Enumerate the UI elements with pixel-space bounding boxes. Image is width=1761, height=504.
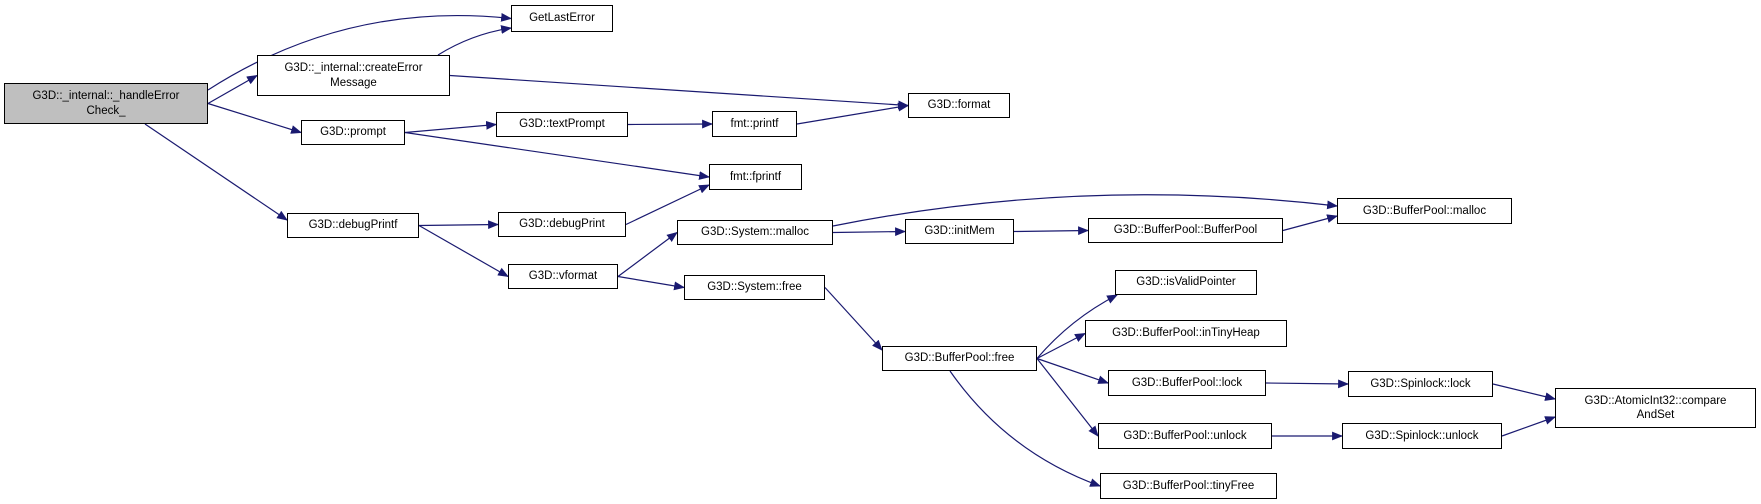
- node-debugPrintf[interactable]: G3D::debugPrintf: [287, 213, 419, 238]
- node-fmtPrintf[interactable]: fmt::printf: [712, 111, 797, 137]
- node-handleErrorCheck: G3D::_internal::_handleError Check_: [4, 83, 208, 124]
- edge-handleErrorCheck-prompt: [207, 102, 303, 134]
- node-vformat[interactable]: G3D::vformat: [508, 264, 618, 289]
- edge-sysFree-bpFree: [824, 287, 883, 351]
- edge-textPrompt-fmtPrintf: [627, 119, 714, 129]
- edge-spinUnlock-compareAndSet: [1501, 416, 1557, 437]
- edge-bpFree-bpTinyFree: [949, 370, 1102, 487]
- edge-spinLock-compareAndSet: [1492, 383, 1557, 401]
- edge-bpFree-bpUnlock: [1036, 358, 1099, 437]
- edge-bpFree-inTinyHeap: [1036, 332, 1086, 360]
- edge-fmtPrintf-format: [796, 102, 910, 125]
- edge-vformat-sysMalloc: [617, 231, 678, 277]
- edge-prompt-textPrompt: [404, 120, 498, 134]
- node-bpTinyFree[interactable]: G3D::BufferPool::tinyFree: [1100, 473, 1277, 499]
- node-getLastError[interactable]: GetLastError: [511, 5, 613, 32]
- node-bpFree[interactable]: G3D::BufferPool::free: [882, 346, 1037, 371]
- edge-handleErrorCheck-getLastError: [207, 13, 513, 91]
- node-bpUnlock[interactable]: G3D::BufferPool::unlock: [1098, 423, 1272, 449]
- node-compareAndSet[interactable]: G3D::AtomicInt32::compare AndSet: [1555, 388, 1756, 428]
- node-format[interactable]: G3D::format: [908, 93, 1010, 118]
- node-bpLock[interactable]: G3D::BufferPool::lock: [1108, 370, 1266, 396]
- edge-debugPrintf-debugPrint: [418, 220, 500, 230]
- edge-createErrorMessage-format: [449, 74, 910, 110]
- edge-sysMalloc-initMem: [832, 227, 907, 237]
- edge-initMem-bpBufferPool: [1013, 226, 1090, 236]
- edge-handleErrorCheck-debugPrintf: [144, 123, 288, 221]
- edge-bpLock-spinLock: [1265, 379, 1350, 389]
- node-createErrorMessage[interactable]: G3D::_internal::createError Message: [257, 55, 450, 96]
- edge-handleErrorCheck-createErrorMessage: [207, 74, 258, 105]
- edge-createErrorMessage-getLastError: [437, 25, 513, 56]
- edge-bpFree-bpLock: [1036, 357, 1110, 384]
- node-spinUnlock[interactable]: G3D::Spinlock::unlock: [1342, 423, 1502, 449]
- node-debugPrint[interactable]: G3D::debugPrint: [498, 212, 626, 237]
- edge-debugPrint-fmtFprintf: [625, 184, 710, 226]
- edge-debugPrintf-vformat: [418, 224, 509, 278]
- node-bpMalloc[interactable]: G3D::BufferPool::malloc: [1337, 198, 1512, 224]
- node-inTinyHeap[interactable]: G3D::BufferPool::inTinyHeap: [1085, 320, 1287, 347]
- node-textPrompt[interactable]: G3D::textPrompt: [496, 112, 628, 137]
- node-sysMalloc[interactable]: G3D::System::malloc: [677, 220, 833, 245]
- edge-vformat-sysFree: [617, 275, 686, 291]
- edge-prompt-fmtFprintf: [404, 131, 711, 180]
- node-fmtFprintf[interactable]: fmt::fprintf: [709, 164, 802, 190]
- node-spinLock[interactable]: G3D::Spinlock::lock: [1348, 371, 1493, 397]
- node-bpBufferPool[interactable]: G3D::BufferPool::BufferPool: [1088, 218, 1283, 243]
- node-prompt[interactable]: G3D::prompt: [301, 120, 405, 145]
- edge-sysMalloc-bpMalloc: [832, 194, 1339, 227]
- node-initMem[interactable]: G3D::initMem: [905, 219, 1014, 244]
- edge-bpBufferPool-bpMalloc: [1282, 214, 1339, 232]
- node-isValidPointer[interactable]: G3D::isValidPointer: [1115, 270, 1257, 295]
- node-sysFree[interactable]: G3D::System::free: [684, 275, 825, 300]
- edge-bpFree-isValidPointer: [1036, 294, 1118, 359]
